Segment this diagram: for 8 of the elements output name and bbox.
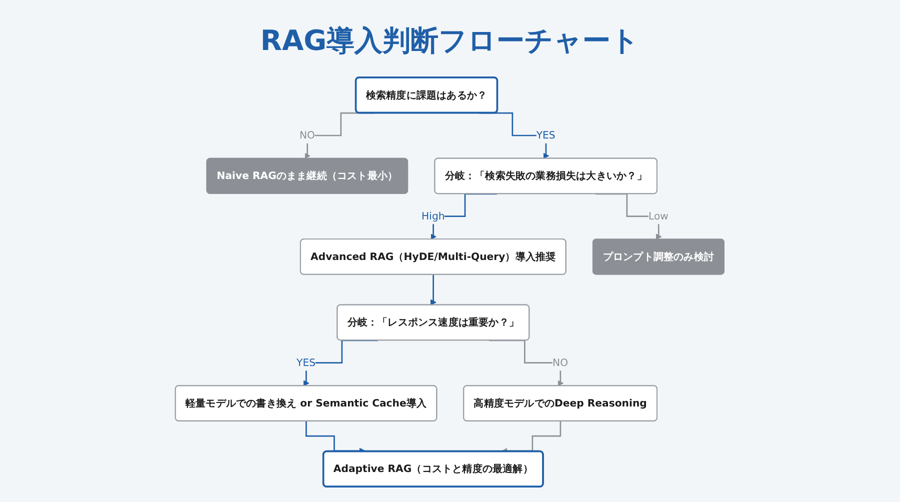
title: RAG導入判断フローチャート	[259, 23, 641, 59]
edge-label: YES	[296, 356, 316, 369]
edge-label: Low	[648, 210, 669, 222]
edge-label: YES	[536, 129, 556, 142]
edge-label: NO	[552, 356, 568, 369]
edge-label: High	[422, 210, 445, 222]
arrow	[430, 274, 437, 306]
edge-label: NO	[300, 129, 316, 142]
